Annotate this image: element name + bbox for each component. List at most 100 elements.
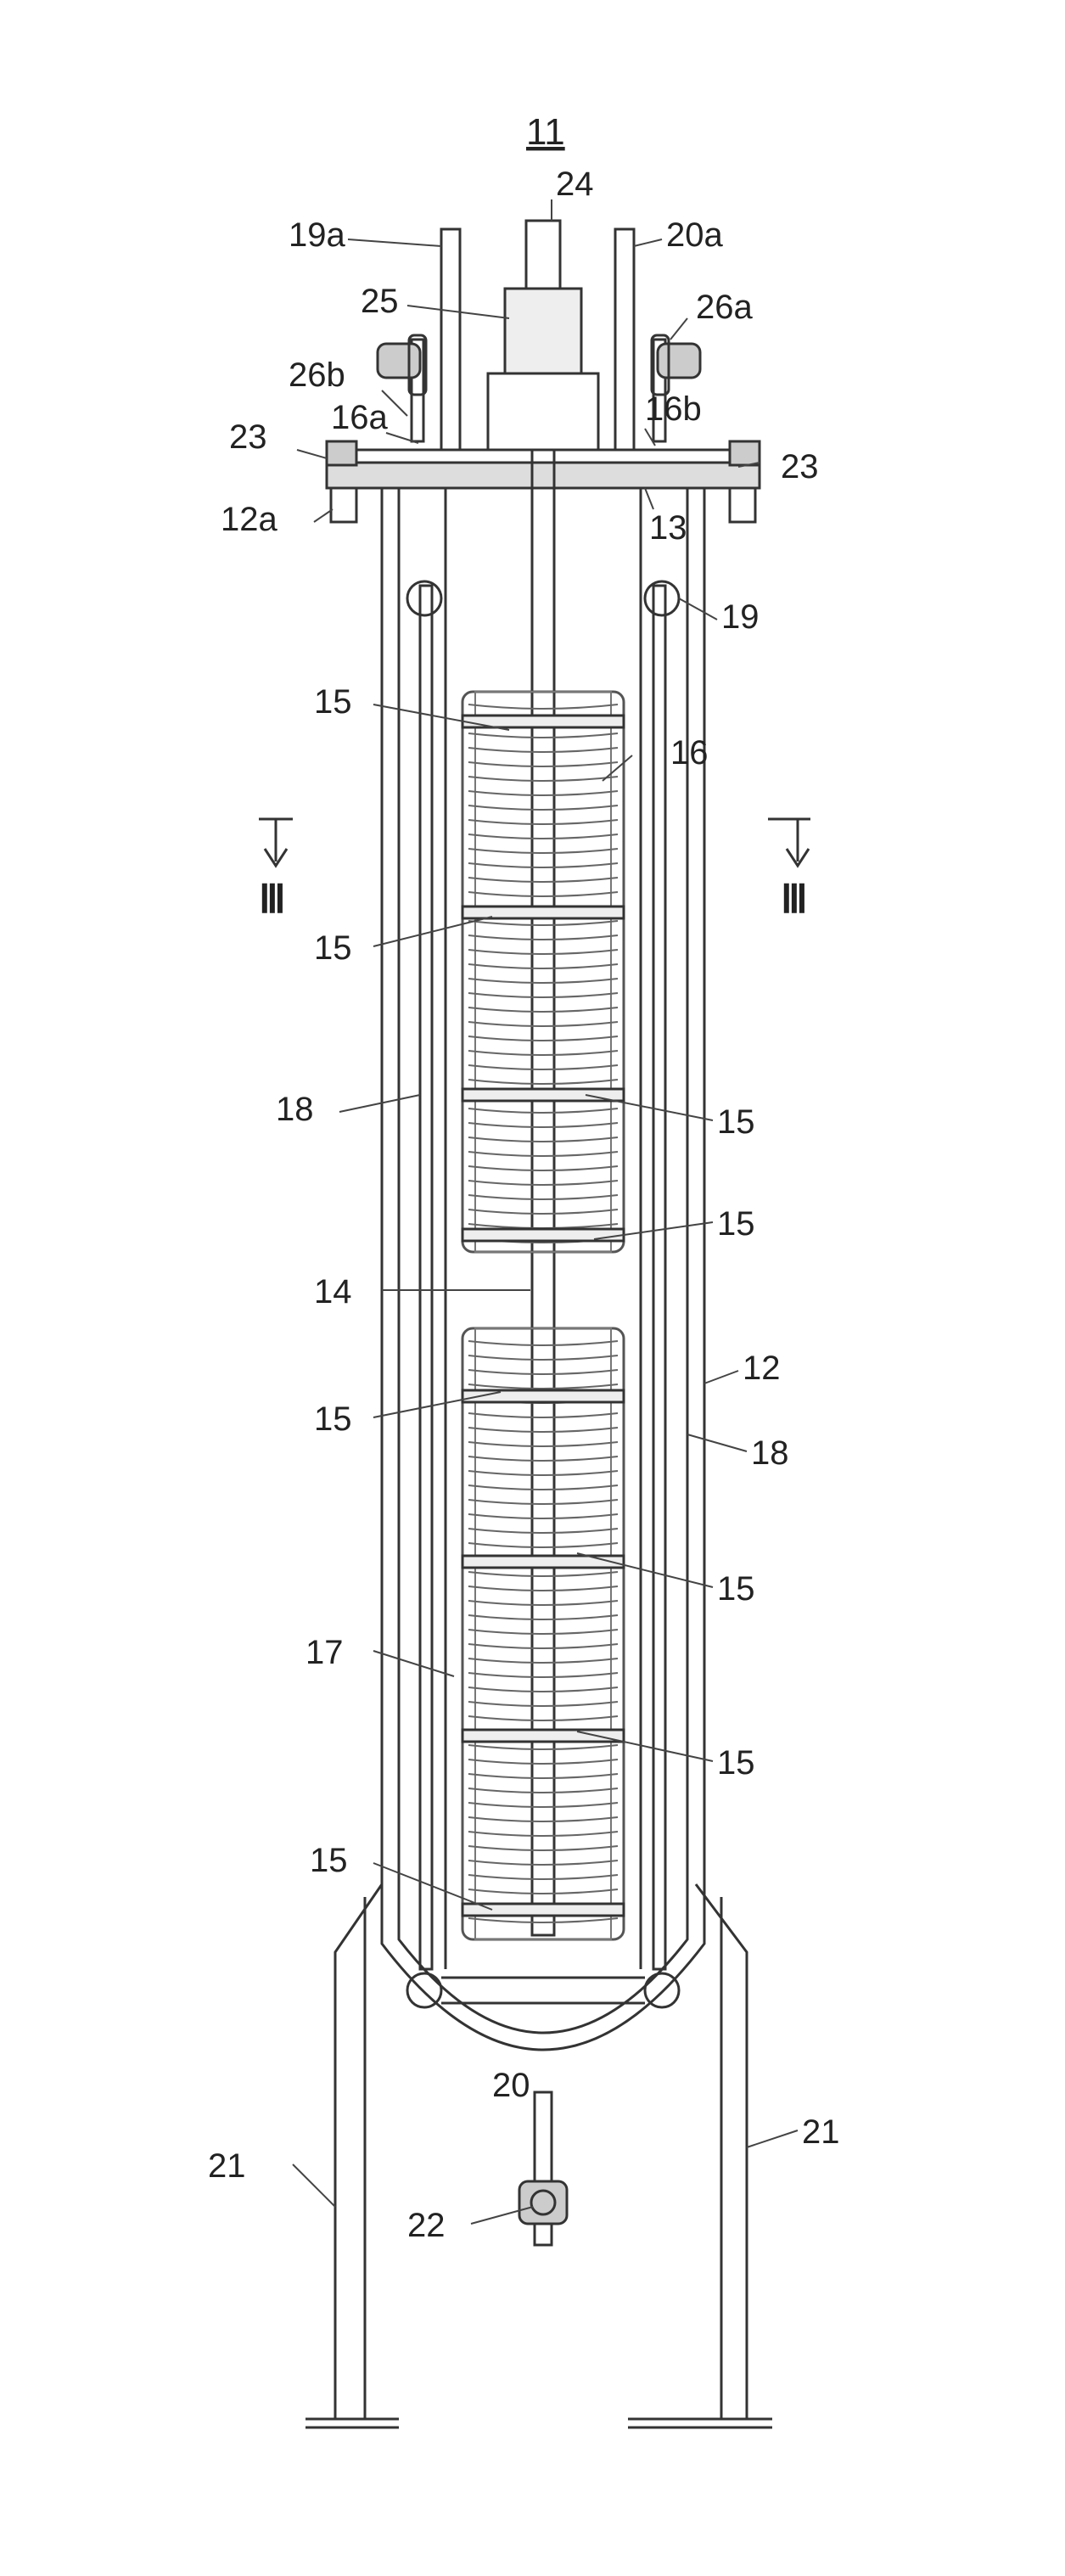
label-26b: 26b: [289, 356, 345, 394]
coil-turn: [468, 1543, 618, 1547]
coil-turn: [468, 1108, 618, 1113]
label-14: 14: [314, 1273, 352, 1310]
coil-turn: [468, 1759, 618, 1764]
section-mark-right: Ⅲ: [781, 878, 808, 921]
label-12: 12: [743, 1350, 781, 1387]
coil-turn: [468, 762, 618, 766]
label-23-right: 23: [781, 448, 819, 485]
label-16a: 16a: [331, 399, 388, 436]
header-20-right: [645, 1973, 679, 2007]
label-13: 13: [649, 509, 687, 547]
coil-turn: [468, 1413, 618, 1417]
label-25: 25: [361, 283, 399, 320]
coil-turn: [468, 820, 618, 824]
coil-turn: [468, 1456, 618, 1461]
bolt-12a-left: [331, 488, 356, 522]
label-21-right: 21: [802, 2113, 840, 2151]
coil-turn: [468, 1529, 618, 1533]
label-23-left: 23: [229, 418, 267, 456]
coil-turn: [468, 993, 618, 997]
bolt-23-left: [327, 441, 356, 465]
coil-turn: [468, 1471, 618, 1475]
label-19a: 19a: [289, 216, 345, 254]
coil-turn: [468, 1702, 618, 1706]
coil-turn: [468, 1601, 618, 1605]
label-21-left: 21: [208, 2147, 246, 2185]
coil-turn: [468, 1022, 618, 1026]
spacer-15: [462, 906, 624, 918]
support-leg-left: [305, 1884, 399, 2427]
coil-turn: [468, 1832, 618, 1836]
coil-turn: [468, 1485, 618, 1490]
coil-turn: [468, 748, 618, 752]
coil-turn: [468, 892, 618, 896]
coil-turn: [468, 1036, 618, 1041]
bushing-25: [505, 289, 581, 373]
coil-turn: [468, 1065, 618, 1069]
coil-turn: [468, 1846, 618, 1850]
coil-turn: [468, 1355, 618, 1360]
section-arrow-left: [259, 819, 293, 866]
coil-turn: [468, 1442, 618, 1446]
rod-18-left: [420, 586, 432, 1969]
central-column-14: [532, 450, 554, 1935]
coil-turn: [468, 935, 618, 940]
coil-turn: [468, 1500, 618, 1504]
label-16: 16: [670, 734, 709, 772]
label-15-8: 15: [310, 1842, 348, 1879]
coil-turn: [468, 777, 618, 781]
flange-12a: [327, 463, 760, 488]
label-18-right: 18: [751, 1434, 789, 1472]
drain-22: [519, 2092, 567, 2245]
coil-turn: [468, 921, 618, 925]
coil-turn: [468, 1817, 618, 1821]
support-leg-right: [628, 1884, 772, 2427]
header-20-left: [407, 1973, 441, 2007]
label-15-2: 15: [314, 929, 352, 967]
coil-turn: [468, 1918, 618, 1922]
rod-18-right: [653, 586, 665, 1969]
coil-turn: [468, 1370, 618, 1374]
spacer-15: [462, 1556, 624, 1568]
coil-turn: [468, 849, 618, 853]
label-15-1: 15: [314, 683, 352, 721]
label-20a: 20a: [666, 216, 723, 254]
coil-turn: [468, 1195, 618, 1199]
coil-turn: [468, 1572, 618, 1576]
coil-turn: [468, 704, 618, 709]
pipe-20a: [615, 229, 634, 450]
coil-turn: [468, 1123, 618, 1127]
coil-turn: [468, 863, 618, 867]
label-17: 17: [305, 1634, 344, 1671]
bolt-23-right: [730, 441, 760, 465]
spacer-15: [462, 1089, 624, 1101]
coil-turn: [468, 1428, 618, 1432]
figure-reference: 11: [526, 111, 565, 153]
bolt-12a-right: [730, 488, 755, 522]
coil-turn: [468, 979, 618, 983]
coil-turn: [468, 878, 618, 882]
label-26a: 26a: [696, 289, 753, 326]
coil-turn: [468, 1644, 618, 1648]
coil-turn: [468, 733, 618, 738]
section-arrow-right: [768, 819, 810, 866]
bushing-base: [488, 373, 598, 450]
label-22: 22: [407, 2207, 446, 2244]
coil-turn: [468, 805, 618, 810]
label-24: 24: [556, 166, 594, 203]
lid-13: [356, 450, 730, 463]
label-15-3: 15: [717, 1103, 755, 1141]
spacer-15: [462, 1390, 624, 1402]
coil-turn: [468, 1051, 618, 1055]
coil-turn: [468, 1080, 618, 1084]
coil-turn: [468, 1889, 618, 1894]
label-15-6: 15: [717, 1570, 755, 1608]
coil-turn: [468, 1745, 618, 1749]
coil-turn: [468, 1630, 618, 1634]
coil-turn: [468, 1224, 618, 1228]
coil-turn: [468, 1209, 618, 1214]
terminal-rod-24: [526, 221, 560, 289]
label-16b: 16b: [645, 390, 702, 428]
coil-turn: [468, 1875, 618, 1879]
